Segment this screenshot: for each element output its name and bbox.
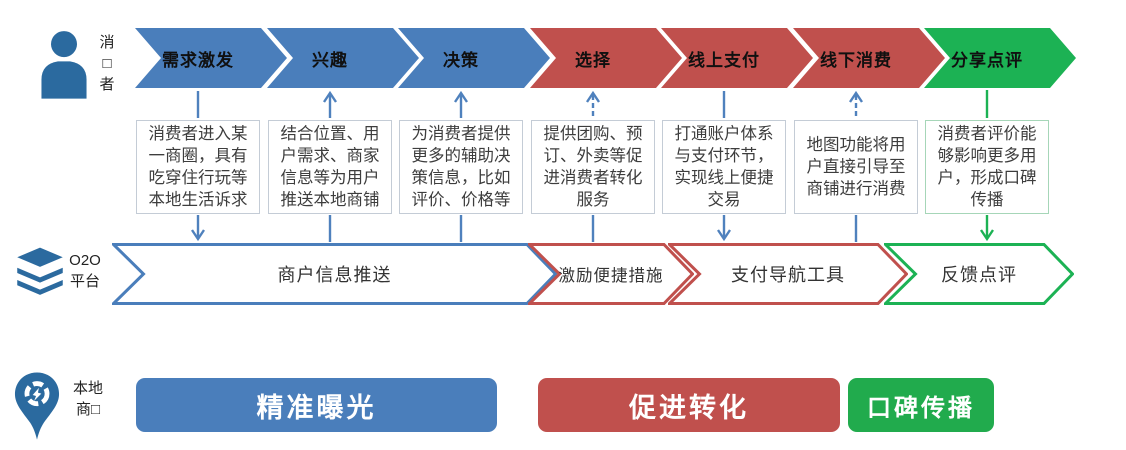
bar-label: 口碑传播 [867, 394, 975, 422]
platform-row-label: O2O 平台 [69, 252, 101, 290]
merchant-bar-word-of-mouth: 口碑传播 [848, 378, 994, 432]
merchant-bar-precise-exposure: 精准曝光 [136, 378, 497, 432]
note-text: 结合位置、用户需求、商家信息等为用户推送本地商铺 [280, 125, 380, 209]
note-text: 消费者评价能够影响更多用户，形成口碑传播 [937, 125, 1037, 209]
platform-chevron-label: 激励便捷措施 [558, 267, 664, 285]
stage-chevron-offline-consume: 线下消费 [793, 28, 945, 88]
stage-chevron-online-pay: 线上支付 [661, 28, 813, 88]
stage-chevron-share-review: 分享点评 [924, 28, 1076, 88]
note-box-share-review: 消费者评价能够影响更多用户，形成口碑传播 [925, 120, 1049, 214]
layers-icon [17, 247, 63, 295]
note-box-demand: 消费者进入某一商圈，具有吃穿住行玩等本地生活诉求 [136, 120, 260, 214]
note-box-offline-consume: 地图功能将用户直接引导至商铺进行消费 [794, 120, 918, 214]
stage-chevron-interest: 兴趣 [267, 28, 419, 88]
note-box-decision: 为消费者提供更多的辅助决策信息，比如评价、价格等 [399, 120, 523, 214]
stage-label: 分享点评 [951, 50, 1023, 70]
stage-label: 需求激发 [162, 50, 234, 70]
stage-label: 线下消费 [820, 50, 892, 70]
platform-chevron-incentive-measures: 激励便捷措施 [528, 243, 694, 305]
platform-chevron-label: 商户信息推送 [277, 265, 392, 285]
platform-chevron-feedback-review: 反馈点评 [884, 243, 1074, 305]
person-icon [41, 31, 87, 99]
connector-down-arrow-share-review [980, 215, 994, 242]
stage-label: 选择 [575, 50, 611, 70]
connector-up-arrow-decision [454, 90, 468, 118]
note-box-interest: 结合位置、用户需求、商家信息等为用户推送本地商铺 [268, 120, 392, 214]
bar-label: 促进转化 [629, 392, 749, 423]
platform-chevron-payment-navigation-tools: 支付导航工具 [668, 243, 908, 305]
note-text: 提供团购、预订、外卖等促进消费者转化服务 [543, 125, 643, 209]
stage-label: 决策 [443, 50, 479, 70]
bar-label: 精准曝光 [256, 392, 377, 423]
connector-up-arrow-choice [586, 90, 600, 118]
platform-chevron-merchant-info-push: 商户信息推送 [112, 243, 557, 305]
note-text: 消费者进入某一商圈，具有吃穿住行玩等本地生活诉求 [148, 125, 248, 209]
merchant-row-label: 本地 商□ [72, 380, 103, 418]
platform-chevron-label: 支付导航工具 [731, 265, 845, 285]
note-text: 地图功能将用户直接引导至商铺进行消费 [806, 136, 906, 198]
stage-chevron-demand: 需求激发 [135, 28, 287, 88]
stage-label: 线上支付 [688, 50, 760, 70]
note-box-choice: 提供团购、预订、外卖等促进消费者转化服务 [531, 120, 655, 214]
map-pin-icon [14, 372, 60, 440]
connector-down-arrow-demand [191, 215, 205, 242]
platform-chevron-label: 反馈点评 [941, 265, 1017, 285]
consumer-row-label: 消 □ 者 [99, 34, 115, 93]
stage-label: 兴趣 [312, 50, 348, 70]
note-text: 打通账户体系与支付环节，实现线上便捷交易 [674, 125, 774, 209]
stage-chevron-decision: 决策 [398, 28, 550, 88]
note-text: 为消费者提供更多的辅助决策信息，比如评价、价格等 [411, 125, 511, 209]
connector-up-arrow-interest [323, 90, 337, 118]
merchant-bar-boost-conversion: 促进转化 [538, 378, 840, 432]
stage-chevron-choice: 选择 [530, 28, 682, 88]
note-box-online-pay: 打通账户体系与支付环节，实现线上便捷交易 [662, 120, 786, 214]
connector-up-arrow-offline-consume [849, 90, 863, 118]
connector-down-arrow-online-pay [717, 215, 731, 242]
